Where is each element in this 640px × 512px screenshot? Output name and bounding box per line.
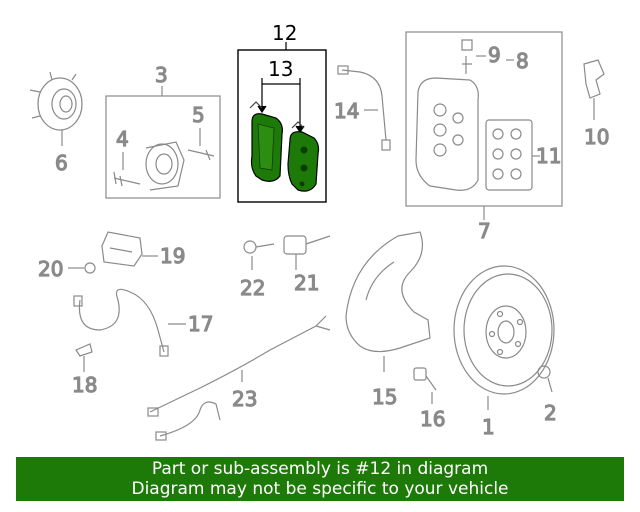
callout-19: 19 bbox=[160, 244, 185, 268]
callout-20: 20 bbox=[38, 257, 63, 281]
callout-9: 9 bbox=[488, 43, 501, 67]
wheel-hub-part-6 bbox=[29, 71, 83, 146]
screw-part-2 bbox=[537, 365, 553, 393]
bracket-part-19 bbox=[101, 231, 158, 267]
callout-23: 23 bbox=[232, 387, 257, 411]
callout-21: 21 bbox=[294, 271, 319, 295]
callout-18: 18 bbox=[72, 373, 97, 397]
hub-bearing-assembly-part-3 bbox=[105, 86, 221, 199]
bolt-part-22 bbox=[243, 240, 275, 270]
callout-12: 12 bbox=[272, 21, 297, 45]
info-banner: Part or sub-assembly is #12 in diagram D… bbox=[16, 457, 624, 501]
callout-13: 13 bbox=[268, 57, 293, 81]
callout-10: 10 bbox=[584, 125, 609, 149]
banner-line-1: Part or sub-assembly is #12 in diagram bbox=[151, 459, 489, 479]
dust-shield-part-15 bbox=[345, 231, 431, 372]
callout-6: 6 bbox=[55, 151, 68, 175]
brake-pad-inner bbox=[250, 113, 283, 182]
clip-part-10 bbox=[583, 59, 605, 120]
parts-diagram: 6 3 4 5 14 bbox=[29, 21, 610, 441]
callout-16: 16 bbox=[420, 407, 445, 431]
caliper-assembly-part-7 bbox=[405, 31, 563, 220]
callout-2: 2 bbox=[544, 401, 557, 425]
callout-1: 1 bbox=[482, 415, 495, 439]
wear-sensor-part-14 bbox=[337, 65, 391, 151]
wiring-harness-part-23 bbox=[147, 315, 331, 441]
callout-3: 3 bbox=[155, 63, 168, 87]
speed-sensor-part-21 bbox=[283, 235, 331, 270]
callout-17: 17 bbox=[188, 312, 213, 336]
brake-rotor-part-1 bbox=[453, 265, 555, 410]
brake-pad-set-part-12[interactable] bbox=[237, 42, 327, 203]
callout-5: 5 bbox=[192, 103, 205, 127]
callout-8: 8 bbox=[516, 49, 529, 73]
callout-22: 22 bbox=[240, 276, 265, 300]
callout-4: 4 bbox=[116, 127, 129, 151]
sensor-wire-part-17 bbox=[73, 288, 186, 357]
callout-7: 7 bbox=[478, 219, 491, 243]
callout-14: 14 bbox=[334, 99, 359, 123]
bolt-part-16 bbox=[413, 367, 437, 404]
callout-15: 15 bbox=[372, 385, 397, 409]
banner-line-2: Diagram may not be specific to your vehi… bbox=[131, 479, 509, 499]
clip-part-18 bbox=[75, 343, 93, 357]
callout-11: 11 bbox=[536, 144, 561, 168]
brake-pad-outer bbox=[287, 131, 320, 192]
bolt-part-20 bbox=[84, 262, 96, 274]
